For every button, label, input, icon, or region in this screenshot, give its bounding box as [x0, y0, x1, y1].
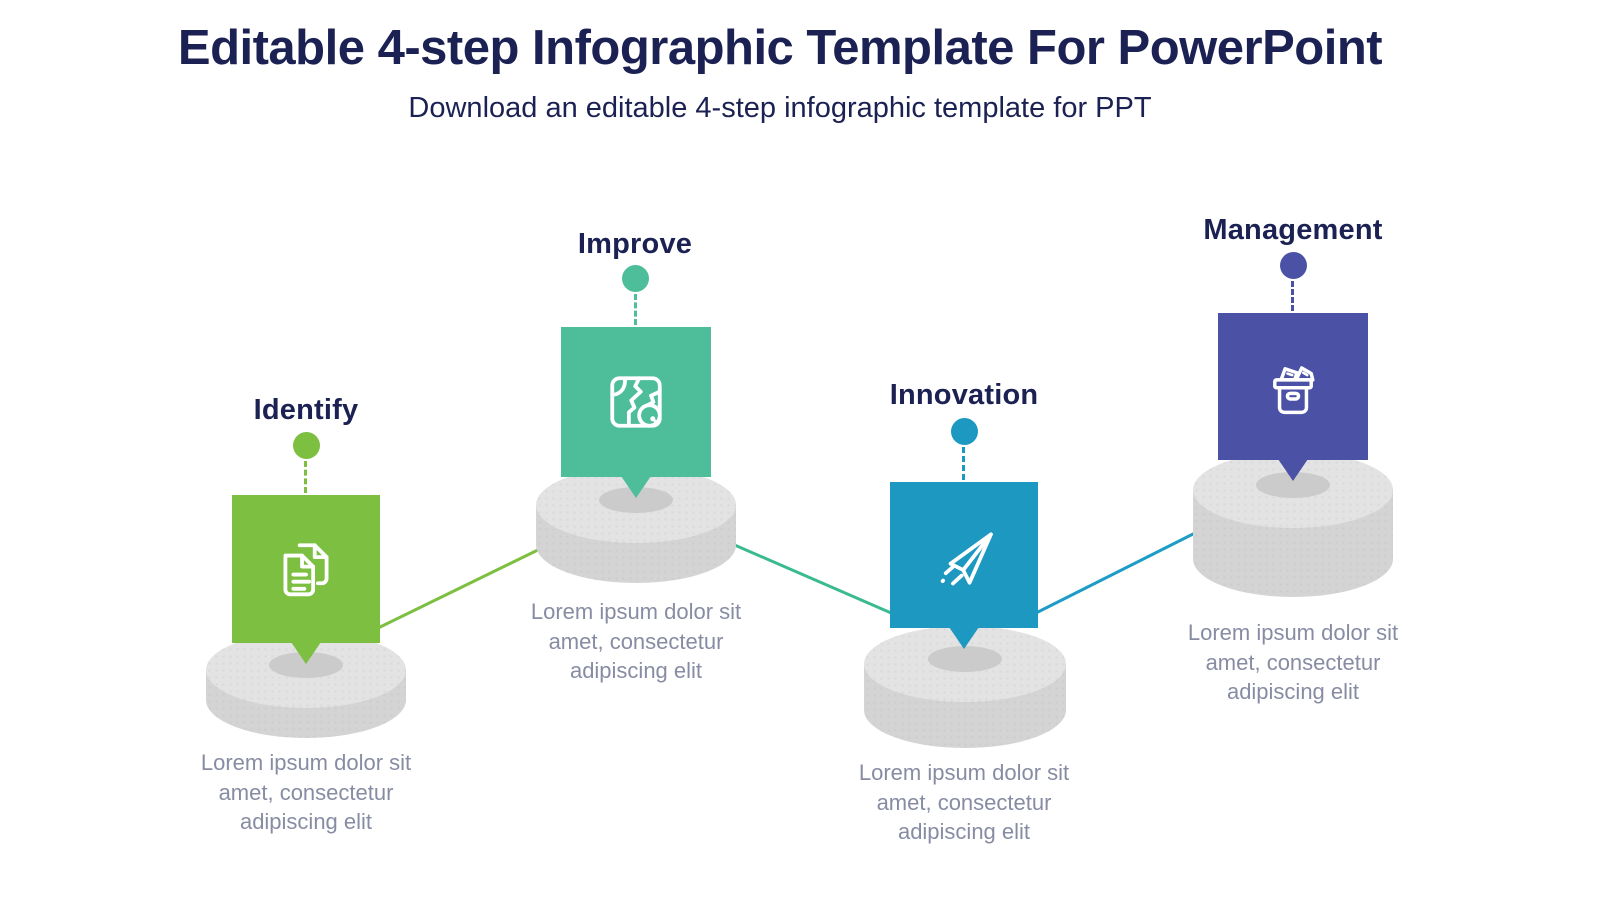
- step-marker-dot: [951, 418, 978, 445]
- step-box-tail: [949, 627, 979, 649]
- cylinder-side: [864, 664, 1066, 748]
- step-label: Management: [1203, 214, 1383, 246]
- connector-line-improve-innovation: [728, 541, 914, 624]
- dashed-connector: [304, 461, 307, 493]
- step-description: Lorem ipsum dolor sit amet, consectetur …: [1187, 620, 1399, 704]
- step-marker-dot: [1280, 252, 1307, 279]
- cylinder-hole: [269, 652, 343, 678]
- cylinder-side: [536, 505, 736, 583]
- step-marker-dot: [293, 432, 320, 459]
- dashed-connector: [962, 447, 965, 480]
- step-label: Identify: [253, 394, 359, 426]
- step-label: Improve: [577, 228, 693, 260]
- connector-line-innovation-management: [1028, 529, 1201, 618]
- step-cylinder: [206, 632, 406, 738]
- step-box: [1218, 313, 1368, 460]
- paper-plane-icon: [940, 532, 993, 586]
- cylinder-hole: [928, 646, 1002, 672]
- step-box: [561, 327, 711, 477]
- map-icon: [610, 376, 662, 428]
- step-box: [232, 495, 380, 643]
- step-marker-dot: [622, 265, 649, 292]
- step-cylinder: [1193, 452, 1393, 597]
- step-label: Innovation: [889, 379, 1039, 411]
- dashed-connector: [1291, 281, 1294, 311]
- archive-box-icon: [1273, 365, 1315, 414]
- step-box-tail: [1278, 459, 1308, 481]
- cylinder-hole: [1256, 472, 1330, 498]
- step-description: Lorem ipsum dolor sit amet, consectetur …: [530, 599, 742, 683]
- dashed-connector: [634, 294, 637, 325]
- step-cylinder: [536, 467, 736, 583]
- cylinder-side: [1193, 490, 1393, 597]
- cylinder-side: [206, 670, 406, 738]
- step-box: [890, 482, 1038, 628]
- step-box-tail: [291, 642, 321, 664]
- page-title: Editable 4-step Infographic Template For…: [177, 21, 1383, 75]
- step-box-tail: [621, 476, 651, 498]
- cylinder-top: [206, 632, 406, 708]
- cylinder-top: [1193, 452, 1393, 528]
- step-cylinder: [864, 626, 1066, 748]
- cylinder-top: [536, 467, 736, 543]
- step-description: Lorem ipsum dolor sit amet, consectetur …: [200, 750, 412, 834]
- connector-line-identify-improve: [372, 545, 546, 632]
- page-subtitle: Download an editable 4-step infographic …: [408, 92, 1152, 124]
- cylinder-hole: [599, 487, 673, 513]
- cylinder-top: [864, 626, 1066, 702]
- step-description: Lorem ipsum dolor sit amet, consectetur …: [858, 760, 1070, 844]
- documents-icon: [283, 543, 329, 597]
